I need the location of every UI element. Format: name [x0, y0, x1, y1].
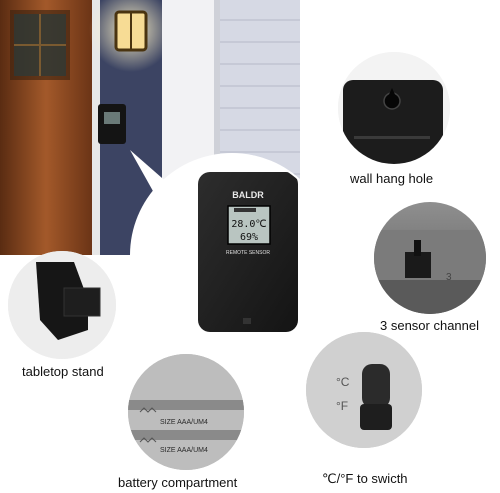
- tabletop-stand-circle: [8, 251, 116, 359]
- switch-f-mark: °F: [336, 399, 348, 413]
- lcd-temperature: 28.0℃: [231, 219, 266, 230]
- switch-c-mark: °C: [336, 375, 350, 389]
- caption-battery-compartment: battery compartment: [118, 475, 238, 490]
- main-sensor-circle: 28.0℃ 69% BALDR REMOTE SENSOR: [130, 153, 334, 357]
- battery-marking-2: SIZE AAA/UM4: [160, 447, 208, 454]
- brand-logo: BALDR: [232, 190, 264, 200]
- caption-tabletop-stand: tabletop stand: [22, 364, 104, 379]
- svg-text:3: 3: [446, 272, 452, 283]
- battery-marking-1: SIZE AAA/UM4: [160, 419, 208, 426]
- unit-switch-circle: °C °F: [306, 332, 422, 448]
- remote-sensor-device: [198, 172, 298, 332]
- lcd-screen: [227, 205, 271, 245]
- remote-sensor-label: REMOTE SENSOR: [226, 250, 270, 256]
- caption-unit-switch: ℃/°F to swicth: [322, 471, 408, 486]
- caption-sensor-channel: 3 sensor channel: [380, 318, 480, 333]
- sensor-channel-circle: 3: [374, 202, 486, 314]
- wall-hang-hole-circle: [338, 52, 450, 164]
- caption-wall-hang-hole: wall hang hole: [350, 171, 434, 186]
- lcd-humidity: 69%: [240, 232, 258, 243]
- battery-compartment-circle: SIZE AAA/UM4 SIZE AAA/UM4: [128, 354, 244, 470]
